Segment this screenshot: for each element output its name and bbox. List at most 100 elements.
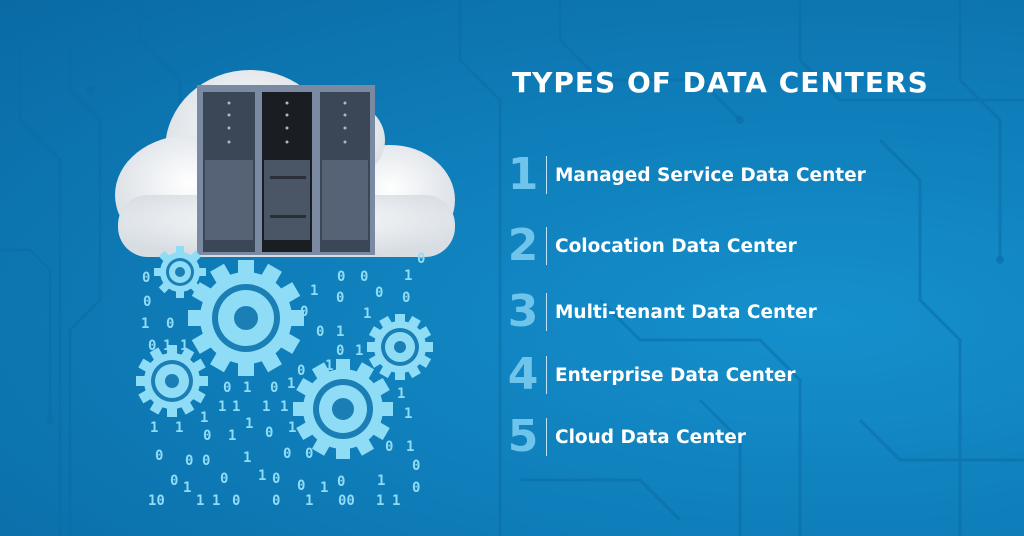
svg-text:1: 1 xyxy=(163,338,171,354)
svg-text:0: 0 xyxy=(220,471,228,487)
svg-text:1: 1 xyxy=(406,439,414,455)
svg-text:0: 0 xyxy=(297,478,305,494)
item-number: 3 xyxy=(507,286,539,337)
svg-text:0: 0 xyxy=(360,269,368,285)
item-number: 1 xyxy=(507,149,539,200)
svg-text:1: 1 xyxy=(262,399,270,415)
list-item: 3 Multi-tenant Data Center xyxy=(506,287,817,337)
svg-text:1: 1 xyxy=(180,338,188,354)
svg-text:0: 0 xyxy=(385,439,393,455)
divider xyxy=(546,356,547,394)
svg-text:1: 1 xyxy=(377,473,385,489)
gear-icon xyxy=(136,345,208,417)
svg-text:0: 0 xyxy=(166,316,174,332)
item-label: Colocation Data Center xyxy=(555,235,797,257)
svg-text:0: 0 xyxy=(202,453,210,469)
svg-text:1: 1 xyxy=(355,343,363,359)
list-item: 5 Cloud Data Center xyxy=(506,412,746,462)
svg-text:1: 1 xyxy=(196,493,204,509)
svg-text:1: 1 xyxy=(287,376,295,392)
list-item: 1 Managed Service Data Center xyxy=(506,150,866,200)
svg-text:1: 1 xyxy=(363,306,371,322)
svg-text:0: 0 xyxy=(336,343,344,359)
svg-text:00: 00 xyxy=(338,493,355,509)
svg-text:0: 0 xyxy=(417,251,425,267)
divider xyxy=(546,293,547,331)
svg-text:0: 0 xyxy=(297,363,305,379)
gear-icon xyxy=(154,246,206,298)
svg-text:0: 0 xyxy=(170,473,178,489)
svg-text:1: 1 xyxy=(376,493,384,509)
svg-text:1: 1 xyxy=(175,420,183,436)
divider xyxy=(546,418,547,456)
svg-text:0: 0 xyxy=(283,446,291,462)
svg-text:1: 1 xyxy=(141,316,149,332)
item-label: Managed Service Data Center xyxy=(555,164,866,186)
divider xyxy=(546,156,547,194)
svg-text:0: 0 xyxy=(223,380,231,396)
svg-text:0: 0 xyxy=(412,480,420,496)
svg-text:1: 1 xyxy=(245,416,253,432)
svg-text:1: 1 xyxy=(404,406,412,422)
svg-text:1: 1 xyxy=(325,358,333,374)
svg-text:0: 0 xyxy=(337,269,345,285)
svg-text:1: 1 xyxy=(336,324,344,340)
gear-icon xyxy=(188,260,304,376)
svg-text:0: 0 xyxy=(337,474,345,490)
svg-text:1: 1 xyxy=(280,399,288,415)
svg-text:0: 0 xyxy=(265,425,273,441)
svg-text:1: 1 xyxy=(200,410,208,426)
gear-icon xyxy=(293,359,393,459)
svg-text:0: 0 xyxy=(142,270,150,286)
svg-text:0: 0 xyxy=(272,493,280,509)
item-label: Multi-tenant Data Center xyxy=(555,301,817,323)
svg-text:0: 0 xyxy=(272,471,280,487)
svg-text:0: 0 xyxy=(300,304,308,320)
svg-text:0: 0 xyxy=(232,493,240,509)
page-title: TYPES OF DATA CENTERS xyxy=(512,66,929,99)
svg-text:1: 1 xyxy=(228,428,236,444)
svg-text:0: 0 xyxy=(185,453,193,469)
svg-text:0: 0 xyxy=(375,285,383,301)
item-number: 2 xyxy=(507,220,539,271)
svg-text:1: 1 xyxy=(320,480,328,496)
svg-text:1: 1 xyxy=(243,450,251,466)
svg-text:1: 1 xyxy=(310,283,318,299)
gear-icon xyxy=(367,314,433,380)
svg-text:0: 0 xyxy=(155,448,163,464)
svg-text:0: 0 xyxy=(305,446,313,462)
svg-text:1: 1 xyxy=(232,399,240,415)
svg-text:1: 1 xyxy=(404,268,412,284)
gear-icons xyxy=(136,246,433,459)
svg-text:10: 10 xyxy=(148,493,165,509)
list-item: 2 Colocation Data Center xyxy=(506,221,797,271)
svg-text:0: 0 xyxy=(270,380,278,396)
item-label: Cloud Data Center xyxy=(555,426,746,448)
svg-text:1: 1 xyxy=(183,480,191,496)
svg-text:0: 0 xyxy=(402,290,410,306)
svg-text:0: 0 xyxy=(412,458,420,474)
svg-text:1: 1 xyxy=(397,386,405,402)
svg-text:1: 1 xyxy=(218,399,226,415)
svg-text:0: 0 xyxy=(148,338,156,354)
svg-text:0: 0 xyxy=(316,324,324,340)
svg-text:0: 0 xyxy=(143,294,151,310)
svg-text:0: 0 xyxy=(336,290,344,306)
svg-text:1: 1 xyxy=(288,420,296,436)
svg-text:1: 1 xyxy=(243,380,251,396)
svg-text:0: 0 xyxy=(203,428,211,444)
svg-text:1: 1 xyxy=(305,493,313,509)
server-rack-icon xyxy=(197,85,375,255)
divider xyxy=(546,227,547,265)
svg-text:1: 1 xyxy=(212,493,220,509)
item-number: 4 xyxy=(507,349,539,400)
svg-text:1: 1 xyxy=(258,468,266,484)
svg-text:1: 1 xyxy=(392,493,400,509)
item-label: Enterprise Data Center xyxy=(555,364,796,386)
list-item: 4 Enterprise Data Center xyxy=(506,349,796,400)
